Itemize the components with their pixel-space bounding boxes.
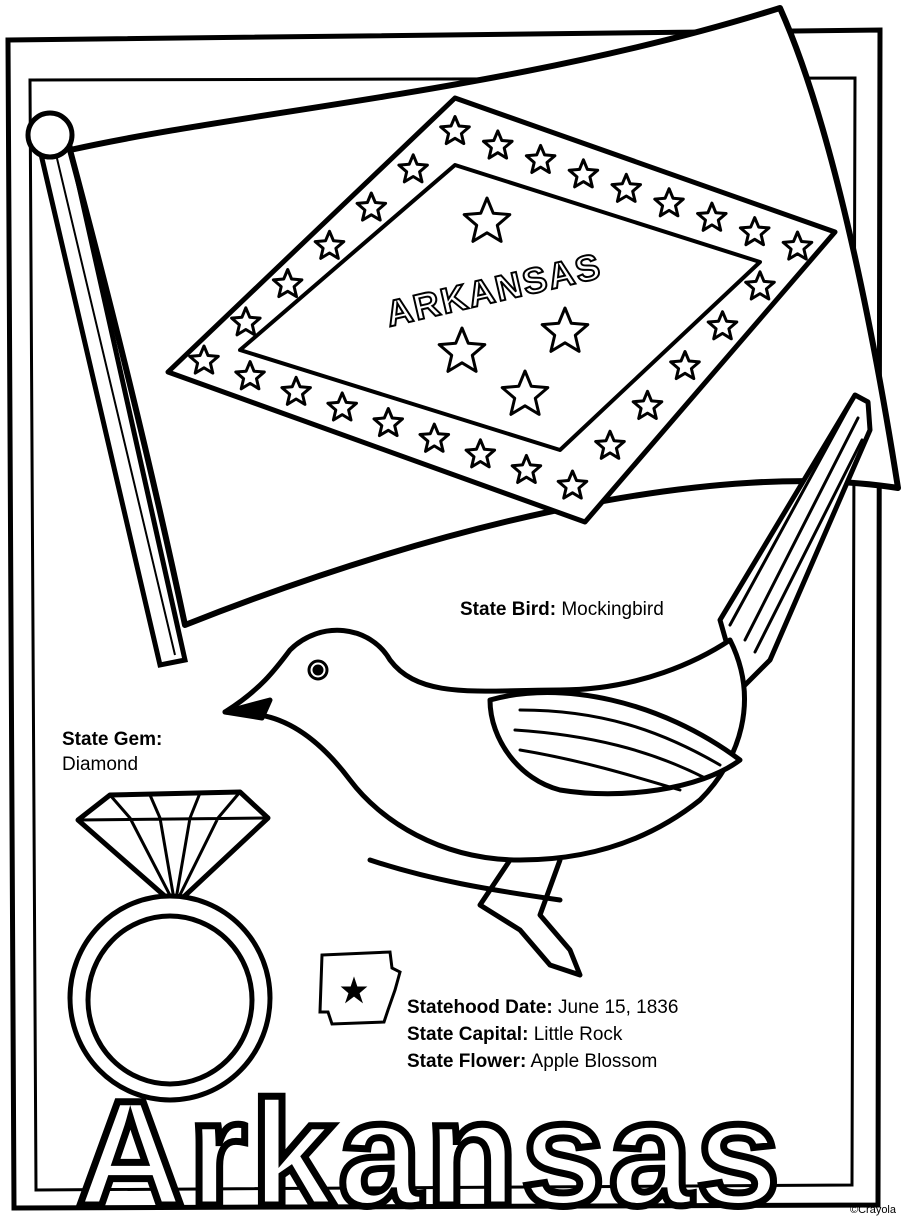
state-map-icon xyxy=(318,950,402,1026)
flag-pole xyxy=(25,110,188,668)
diamond-ring xyxy=(67,789,273,1103)
flag-star xyxy=(556,469,589,500)
flag-star xyxy=(462,196,512,243)
fact-bird: State Bird: Mockingbird xyxy=(460,597,664,622)
flag-star xyxy=(669,350,701,381)
flag-star xyxy=(418,422,451,453)
fact-capital: State Capital: Little Rock xyxy=(407,1022,622,1047)
fact-flower: State Flower: Apple Blossom xyxy=(407,1049,657,1074)
fact-flower-label: State Flower: xyxy=(407,1051,527,1072)
fact-capital-label: State Capital: xyxy=(407,1024,529,1045)
flag-star xyxy=(744,270,776,301)
flag-star xyxy=(500,369,550,416)
fact-bird-value: Mockingbird xyxy=(561,599,664,620)
fact-gem-label: State Gem: xyxy=(62,729,163,750)
fact-capital-value: Little Rock xyxy=(533,1024,623,1045)
flag-star xyxy=(397,153,429,184)
fact-flower-value: Apple Blossom xyxy=(530,1051,658,1072)
flag-star xyxy=(355,191,388,222)
flag-star xyxy=(524,143,557,174)
flag-star xyxy=(540,306,590,353)
fact-statehood-value: June 15, 1836 xyxy=(557,997,679,1018)
flag-star xyxy=(372,407,404,438)
flag-star xyxy=(271,268,304,299)
flag-star xyxy=(696,201,728,232)
flag-stars xyxy=(188,115,814,500)
flag-star xyxy=(631,389,664,420)
fact-bird-label: State Bird: xyxy=(460,599,557,620)
flag-star xyxy=(738,216,771,247)
flag-star xyxy=(439,115,471,146)
fact-gem-value: Diamond xyxy=(62,754,139,775)
flag-star xyxy=(280,375,312,406)
flag-star xyxy=(706,310,739,341)
flag-star xyxy=(313,229,346,260)
fact-statehood-label: Statehood Date: xyxy=(407,997,553,1018)
flag-star xyxy=(230,306,262,337)
flag-star xyxy=(482,129,514,160)
flag-star xyxy=(464,438,497,469)
flag-star xyxy=(326,391,358,422)
mockingbird xyxy=(222,392,873,978)
flag-star xyxy=(510,453,543,484)
flag-star xyxy=(234,360,266,391)
copyright-credit: ©Crayola xyxy=(849,1204,896,1216)
flag-star xyxy=(781,230,814,261)
flag-star xyxy=(653,187,685,218)
fact-gem: State Gem: Diamond xyxy=(62,727,162,777)
flag-star xyxy=(610,172,642,203)
fact-statehood: Statehood Date: June 15, 1836 xyxy=(407,995,678,1020)
page-title: Arkansas xyxy=(76,1069,783,1220)
flag-star xyxy=(437,326,487,373)
flag-star xyxy=(567,158,600,189)
flag-star xyxy=(594,429,626,460)
flag-star xyxy=(188,344,220,375)
